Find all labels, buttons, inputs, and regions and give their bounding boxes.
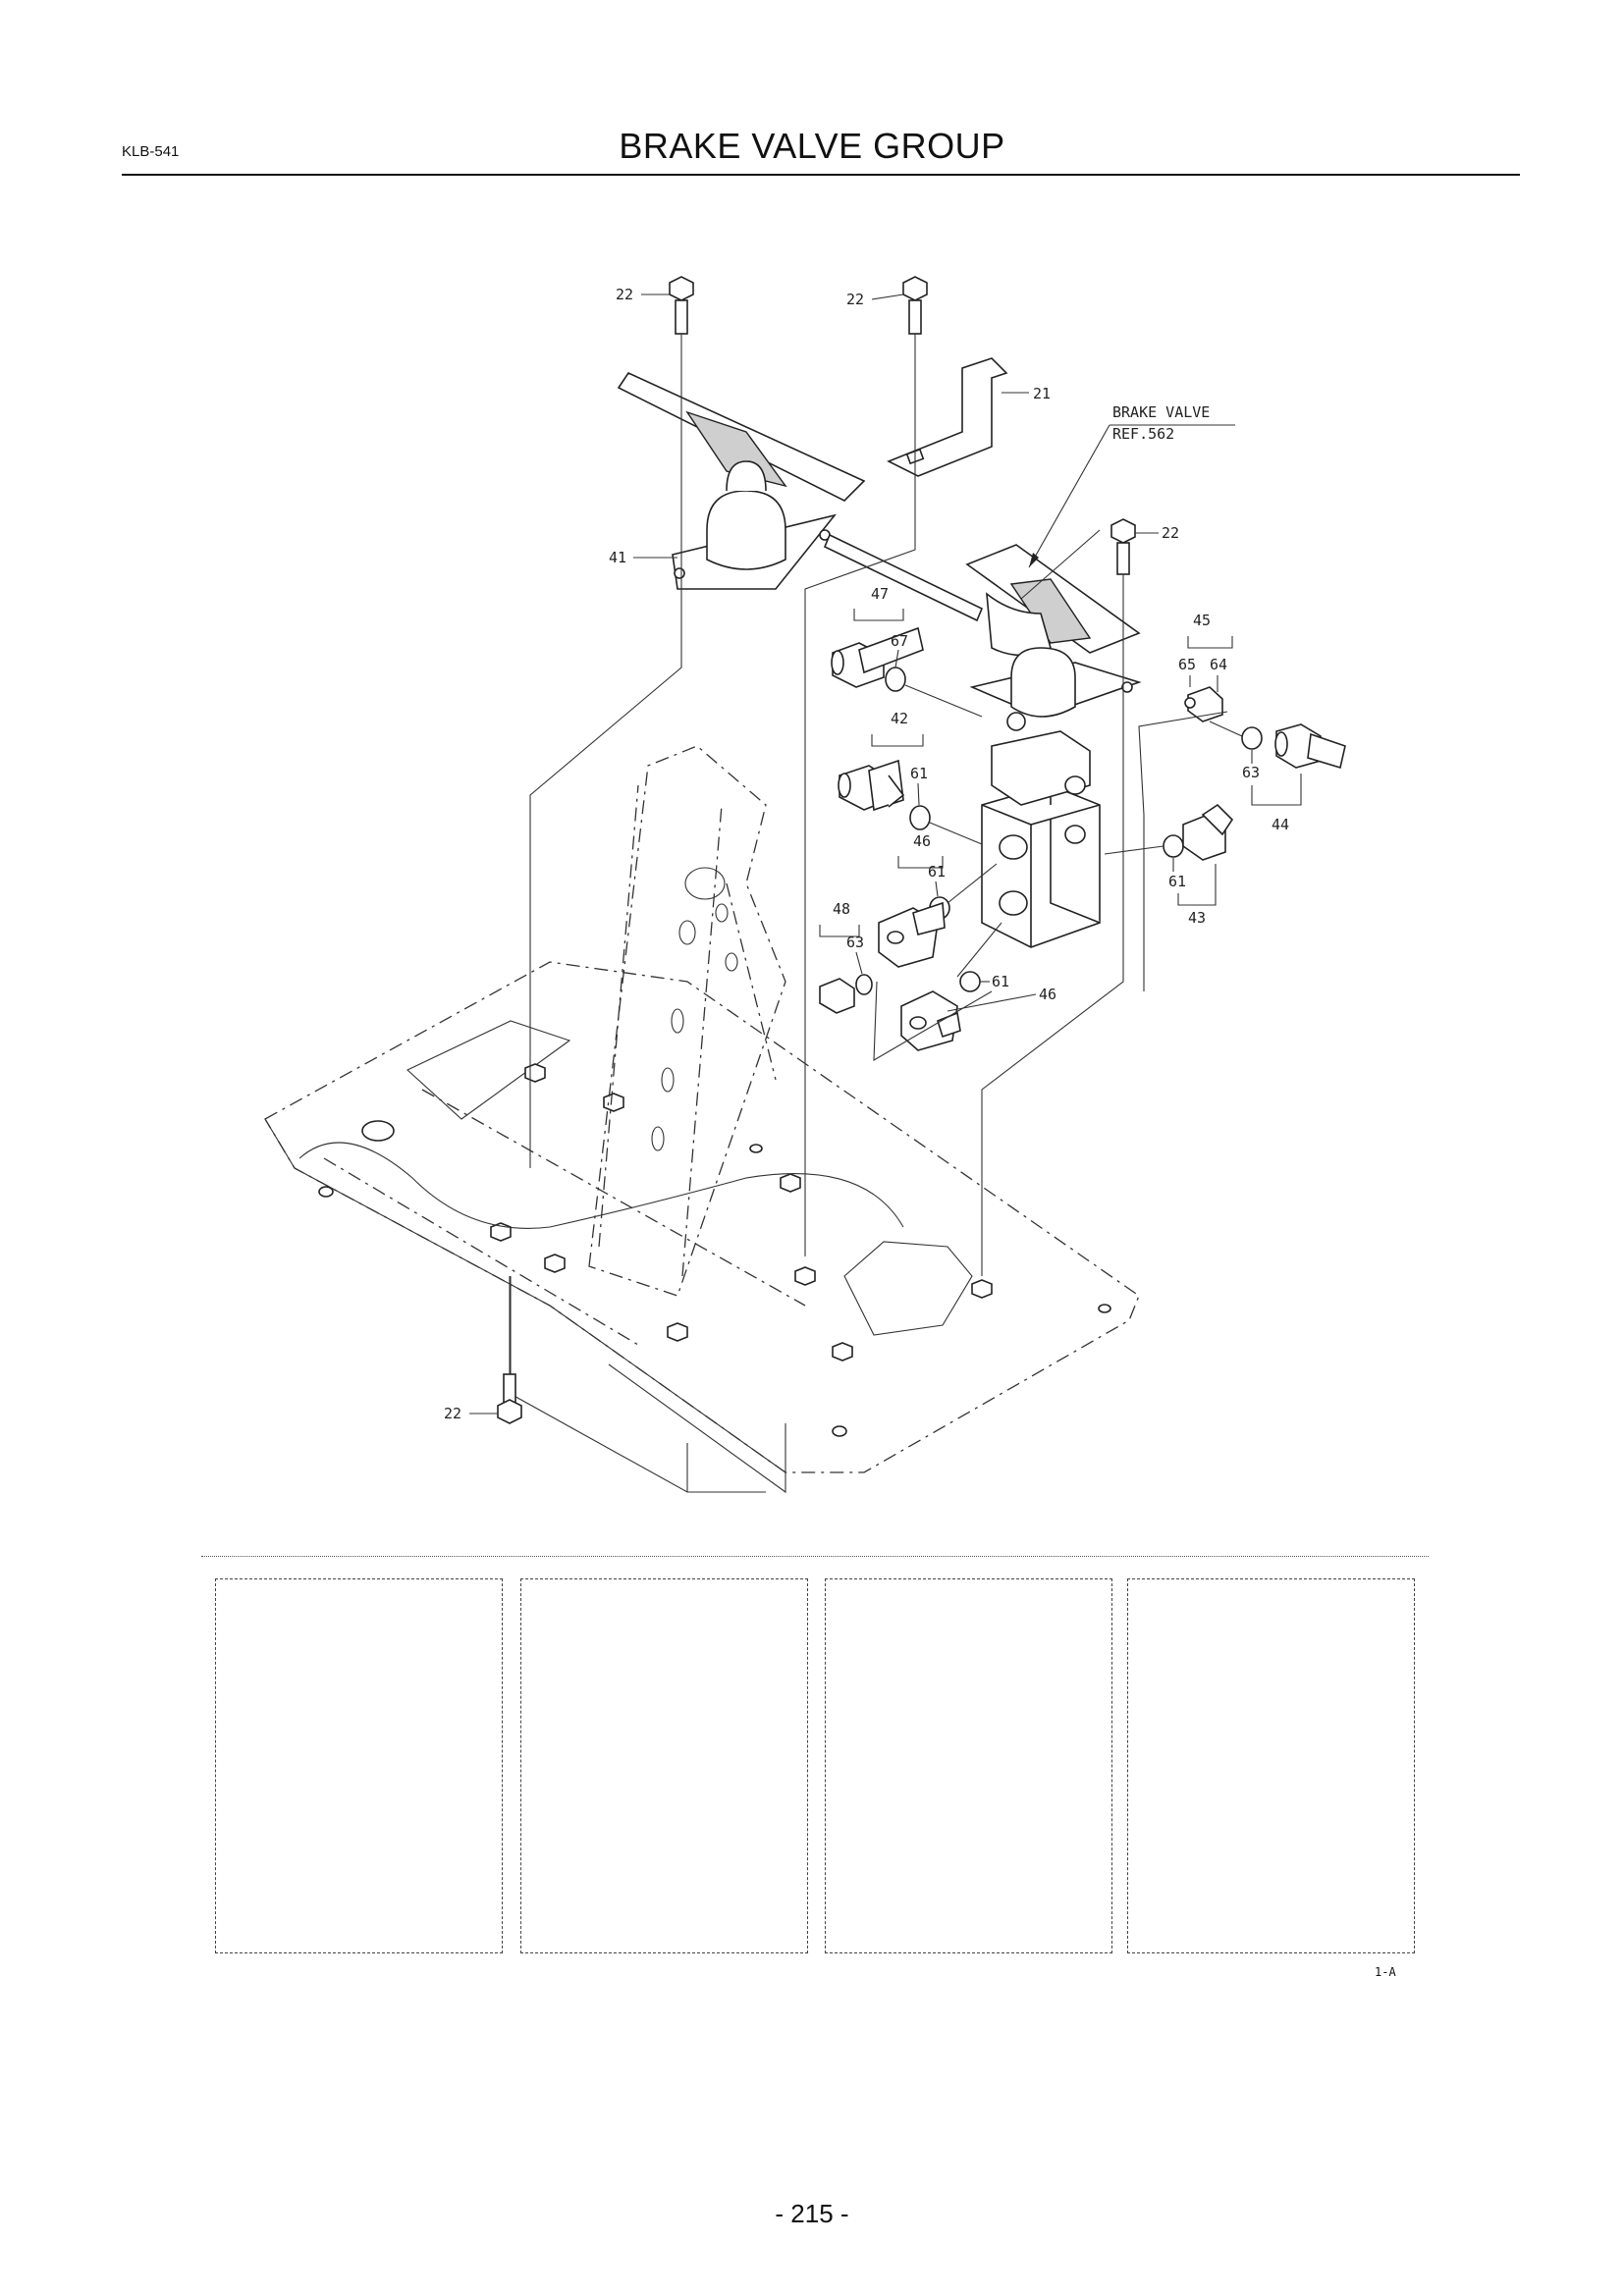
header-divider (122, 174, 1520, 176)
callout-63: 63 (846, 934, 864, 951)
page-number: - 215 - (775, 2199, 849, 2228)
note-box-1 (215, 1578, 503, 1953)
callout-41: 41 (609, 549, 626, 566)
callout-61: 61 (928, 863, 946, 881)
section-divider (201, 1556, 1429, 1557)
figure-code: 1-A (1375, 1965, 1396, 1979)
fitting-45 (1184, 686, 1223, 722)
callout-43: 43 (1188, 909, 1206, 927)
callout-22: 22 (444, 1405, 461, 1422)
reference-label-line1: BRAKE VALVE (1112, 403, 1210, 421)
fitting-46-b (900, 990, 961, 1051)
oring-61-c (959, 971, 981, 992)
oring-67 (885, 667, 906, 692)
plug-48 (819, 978, 855, 1014)
fitting-43 (1182, 803, 1234, 861)
callout-45: 45 (1193, 612, 1211, 629)
bracket-21 (887, 357, 1008, 477)
callout-46: 46 (1039, 986, 1056, 1003)
oring-63-a (855, 974, 873, 995)
page-code: KLB-541 (122, 143, 180, 160)
leader-lines (509, 334, 1243, 1494)
left-pedal-assembly (617, 371, 984, 622)
oring-63-b (1241, 726, 1263, 750)
callout-61: 61 (1168, 873, 1186, 890)
floor-plate (264, 961, 1140, 1493)
callout-22: 22 (616, 286, 633, 303)
brake-valve-body (981, 730, 1101, 948)
callout-46: 46 (913, 832, 931, 850)
oring-61-a (909, 805, 931, 830)
callout-22: 22 (1162, 524, 1179, 542)
callout-67: 67 (891, 632, 908, 650)
fitting-46-a (878, 901, 946, 968)
note-box-3 (825, 1578, 1112, 1953)
note-box-2 (520, 1578, 808, 1953)
callout-42: 42 (891, 710, 908, 727)
callout-64: 64 (1210, 656, 1227, 673)
reference-label-line2: REF.562 (1112, 425, 1174, 443)
callout-47: 47 (871, 585, 889, 603)
callout-48: 48 (833, 900, 850, 918)
callout-61: 61 (910, 765, 928, 782)
page-title: BRAKE VALVE GROUP (619, 126, 1005, 166)
bolt-22-right (1110, 518, 1136, 575)
callout-21: 21 (1033, 385, 1051, 402)
bolt-22-bottom (497, 1373, 522, 1424)
right-pedal-assembly (965, 544, 1142, 731)
oring-61-d (1163, 834, 1184, 858)
reference-arrow (1028, 424, 1235, 568)
pedal-stand (588, 745, 786, 1297)
bolt-22-top-left (669, 276, 694, 335)
callout-63: 63 (1242, 764, 1260, 781)
fitting-44 (1274, 723, 1346, 770)
fitting-47 (831, 626, 924, 688)
callouts: 22 22 21 22 41 47 67 42 61 46 61 48 63 6… (444, 286, 1302, 1422)
note-box-4 (1127, 1578, 1415, 1953)
callout-61: 61 (992, 973, 1009, 990)
callout-44: 44 (1272, 816, 1289, 833)
callout-65: 65 (1178, 656, 1196, 673)
fitting-42 (838, 759, 905, 812)
bolt-22-top-mid (902, 276, 928, 335)
callout-22: 22 (846, 291, 864, 308)
